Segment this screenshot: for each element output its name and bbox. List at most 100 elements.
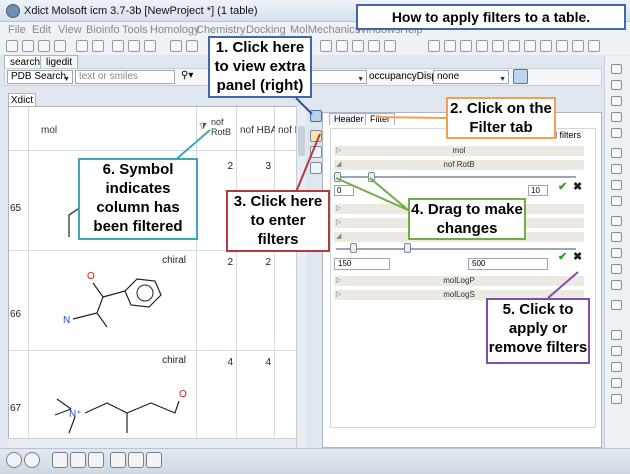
movie-icon[interactable]: [146, 452, 162, 468]
edit-filter-icon[interactable]: [310, 130, 322, 142]
gear-icon[interactable]: [110, 452, 126, 468]
menu-homology[interactable]: Homology: [150, 24, 200, 36]
range-slider-track[interactable]: [336, 248, 576, 250]
range-max-handle[interactable]: [404, 243, 411, 253]
menu-bioinfo[interactable]: Bioinfo: [86, 24, 120, 36]
columns-icon[interactable]: [310, 162, 322, 174]
filter-row-mol[interactable]: ▷ mol: [334, 146, 584, 156]
column-header-mol[interactable]: mol: [29, 107, 197, 151]
molecule-cell[interactable]: chiral N⁺ O: [29, 351, 197, 447]
run-icon[interactable]: [611, 394, 622, 404]
move-icon[interactable]: [611, 96, 622, 106]
rotate2-icon[interactable]: [611, 346, 622, 356]
settings-icon[interactable]: [54, 40, 66, 52]
menu-molmechanics[interactable]: MolMechanics: [290, 24, 361, 36]
anchor-icon[interactable]: [611, 248, 622, 258]
align11-icon[interactable]: [588, 40, 600, 52]
column-header-hba[interactable]: nof HBA: [237, 107, 277, 151]
measure-icon[interactable]: [611, 216, 622, 226]
rotb-max-spin[interactable]: 10: [528, 185, 548, 196]
remove-filter-icon[interactable]: ✖: [573, 181, 583, 193]
vertical-scrollbar[interactable]: [296, 106, 306, 448]
menu-view[interactable]: View: [58, 24, 82, 36]
align8-icon[interactable]: [540, 40, 552, 52]
scroll-thumb[interactable]: [298, 126, 305, 156]
molecule-icon[interactable]: [128, 40, 140, 52]
ribbon-icon[interactable]: [368, 40, 380, 52]
globe-icon[interactable]: [24, 452, 40, 468]
grid-view-icon[interactable]: [320, 40, 332, 52]
target-icon[interactable]: [611, 64, 622, 74]
table-cell[interactable]: 2: [237, 251, 275, 351]
table-cell[interactable]: 2: [197, 251, 237, 351]
add-icon[interactable]: [170, 40, 182, 52]
menu-docking[interactable]: Docking: [246, 24, 286, 36]
save-icon[interactable]: [38, 40, 50, 52]
align5-icon[interactable]: [492, 40, 504, 52]
horizontal-scrollbar[interactable]: [8, 438, 296, 448]
text-icon[interactable]: [336, 40, 348, 52]
table-cell[interactable]: 4: [237, 351, 275, 447]
open-icon[interactable]: [22, 40, 34, 52]
apply-filter-icon[interactable]: ✔: [558, 181, 568, 193]
erase-icon[interactable]: [611, 148, 622, 158]
rotb-min-spin[interactable]: 0: [334, 185, 354, 196]
undo-icon[interactable]: [76, 40, 88, 52]
search-input[interactable]: text or smiles: [75, 70, 175, 84]
align9-icon[interactable]: [556, 40, 568, 52]
find-icon[interactable]: [310, 146, 322, 158]
tab-filter[interactable]: Filter: [365, 113, 395, 125]
panel-icon[interactable]: [70, 452, 86, 468]
column-header-rotb[interactable]: ⧩ nof RotB: [197, 107, 237, 151]
table-icon[interactable]: [112, 40, 124, 52]
pin-icon[interactable]: [611, 232, 622, 242]
box-icon[interactable]: [611, 164, 622, 174]
cut-icon[interactable]: [384, 40, 396, 52]
redo-icon[interactable]: [92, 40, 104, 52]
refresh-icon[interactable]: [513, 69, 528, 84]
window-icon[interactable]: [88, 452, 104, 468]
flip-icon[interactable]: [611, 362, 622, 372]
search-options-icon[interactable]: ⚲▾: [181, 70, 194, 81]
align4-icon[interactable]: [476, 40, 488, 52]
filter-row-mollogp[interactable]: ▷ molLogP: [334, 276, 584, 286]
image-icon[interactable]: [611, 180, 622, 190]
render-icon[interactable]: [144, 40, 156, 52]
filter-row-rotb[interactable]: ◢ nof RotB: [334, 160, 584, 170]
extra-panel-icon[interactable]: [310, 110, 322, 122]
sphere-icon[interactable]: [352, 40, 364, 52]
hbond-icon[interactable]: [611, 280, 622, 290]
walk-icon[interactable]: [611, 300, 622, 310]
grid-icon[interactable]: [186, 40, 198, 52]
person-icon[interactable]: [611, 378, 622, 388]
chain-icon[interactable]: [611, 330, 622, 340]
apply-filter-icon[interactable]: ✔: [558, 251, 568, 263]
camera-icon[interactable]: [128, 452, 144, 468]
link-icon[interactable]: [611, 264, 622, 274]
align-icon[interactable]: [428, 40, 440, 52]
occupancy-select[interactable]: none ▼: [433, 70, 509, 84]
filter-row-mollogs[interactable]: ▷ molLogS: [334, 290, 584, 300]
rotate-icon[interactable]: [611, 80, 622, 90]
clip-icon[interactable]: [611, 128, 622, 138]
align10-icon[interactable]: [572, 40, 584, 52]
zoom-icon[interactable]: [611, 112, 622, 122]
tab-header[interactable]: Header: [329, 113, 369, 125]
align7-icon[interactable]: [524, 40, 536, 52]
menu-edit[interactable]: Edit: [32, 24, 51, 36]
stop-icon[interactable]: [6, 452, 22, 468]
tab-ligedit[interactable]: ligedit: [40, 55, 79, 69]
terminal-icon[interactable]: [52, 452, 68, 468]
table-cell[interactable]: 4: [197, 351, 237, 447]
menu-chemistry[interactable]: Chemistry: [196, 24, 246, 36]
source-select[interactable]: PDB Search ▼: [7, 70, 73, 84]
rotb-slider-track[interactable]: [336, 176, 576, 178]
rotb-min-handle[interactable]: [334, 172, 341, 182]
menu-file[interactable]: File: [8, 24, 26, 36]
label-icon[interactable]: [611, 196, 622, 206]
menu-tools[interactable]: Tools: [122, 24, 148, 36]
tab-xdict[interactable]: Xdict: [8, 93, 36, 107]
range-min-input[interactable]: 150: [334, 258, 390, 270]
align6-icon[interactable]: [508, 40, 520, 52]
align3-icon[interactable]: [460, 40, 472, 52]
